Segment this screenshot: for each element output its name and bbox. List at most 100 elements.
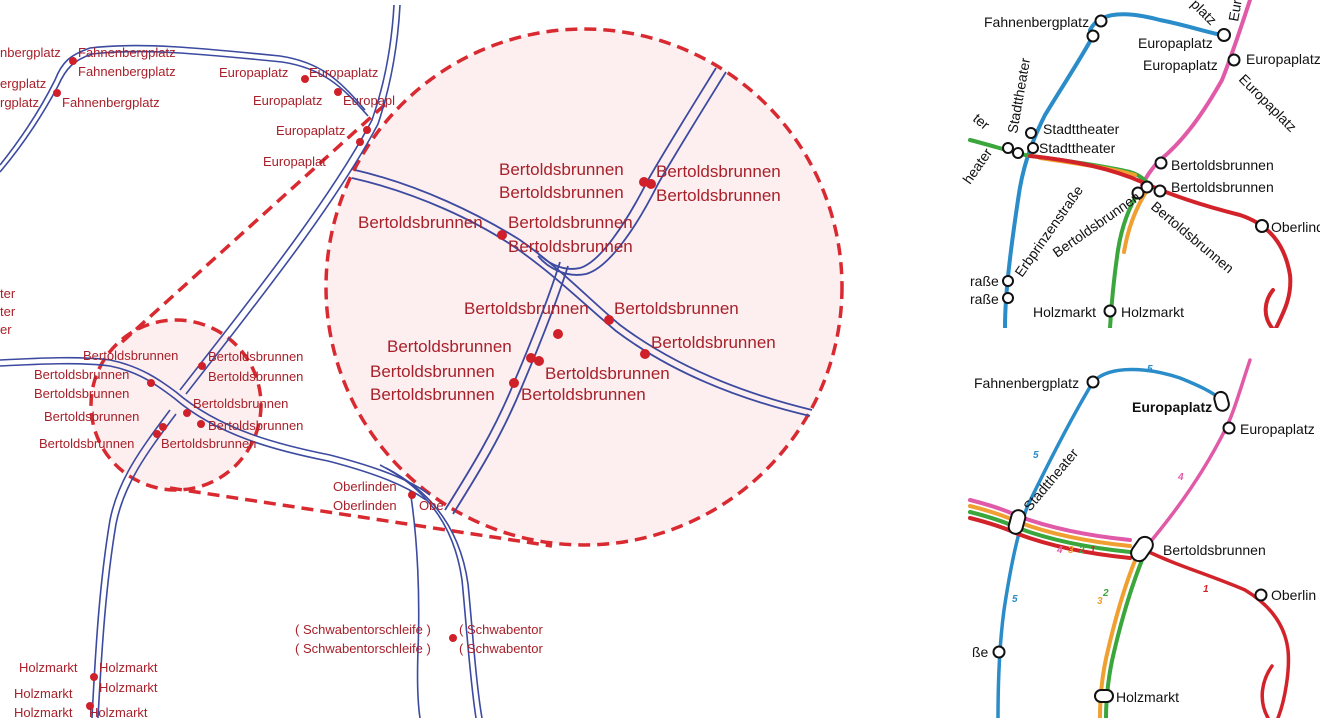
left-labels: nbergplatz Fahnenbergplatz Fahnenbergpla… — [0, 45, 543, 718]
zoom-station-label: Bertoldsbrunnen — [656, 162, 781, 181]
zoom-station-label: Bertoldsbrunnen — [508, 213, 633, 232]
station-label: Oberlinden — [333, 479, 397, 494]
station-label: Bertoldsbrunnen — [208, 418, 303, 433]
station-dot — [356, 138, 364, 146]
line-number-label: 4 — [1177, 472, 1184, 483]
station-dot — [153, 430, 161, 438]
station-marker — [1002, 275, 1014, 287]
station-label: Europaplatz — [1246, 51, 1320, 67]
station-label: Bertoldsbrunnen — [83, 348, 178, 363]
zoom-station-label: Bertoldsbrunnen — [358, 213, 483, 232]
station-label: ( Schwabentor — [459, 641, 543, 656]
station-label: Fahnenbergplatz — [984, 14, 1089, 30]
bottom-right-map: Fahnenbergplatz Europaplatz Europaplatz … — [968, 358, 1316, 718]
zoom-station-label: Bertoldsbrunnen — [651, 333, 776, 352]
station-label: er — [0, 322, 12, 337]
station-label: ter — [970, 110, 993, 133]
station-label: Obe — [419, 498, 444, 513]
zoom-station-label: Bertoldsbrunnen — [521, 385, 646, 404]
station-label: Bertoldsbrunnen — [1171, 157, 1274, 173]
line-number-label: 5 — [1033, 450, 1039, 461]
zoom-station-label: Bertoldsbrunnen — [656, 186, 781, 205]
zoom-station-label: Bertoldsbrunnen — [370, 362, 495, 381]
station-marker — [1025, 127, 1037, 139]
line-number-label: 1 — [1203, 584, 1209, 595]
station-marker — [1002, 142, 1014, 154]
station-label: nbergplatz — [0, 45, 61, 60]
station-dot — [449, 634, 457, 642]
station-label: Holzmarkt — [19, 660, 78, 675]
line-number-label: 2 — [1102, 588, 1109, 599]
station-marker — [1255, 219, 1269, 233]
station-marker — [1227, 53, 1241, 67]
station-label: ter — [0, 286, 16, 301]
station-marker — [1254, 588, 1268, 602]
station-label: Europaplatz — [253, 93, 322, 108]
station-label: Holzmarkt — [14, 686, 73, 701]
station-marker — [1094, 689, 1114, 703]
station-dot — [159, 423, 167, 431]
station-label: Bertoldsbrunnen — [1163, 542, 1266, 558]
station-marker — [1007, 509, 1027, 535]
station-marker — [1130, 535, 1154, 563]
station-label: Oberlinde — [1271, 219, 1320, 235]
station-label: Oberlin — [1271, 587, 1316, 603]
station-marker — [1154, 156, 1168, 170]
station-dot — [334, 88, 342, 96]
station-label: Bertoldsbrunnen — [1171, 179, 1274, 195]
station-label: Fahnenbergplatz — [78, 64, 176, 79]
station-marker — [992, 645, 1006, 659]
station-label: rgplatz — [0, 95, 39, 110]
zoom-circle-large — [324, 27, 844, 547]
station-label: Bertoldsbrunnen — [208, 349, 303, 364]
zoom-detail: Bertoldsbrunnen Bertoldsbrunnen Bertolds… — [351, 67, 813, 515]
station-label: Europaplatz — [309, 65, 378, 80]
zoom-connector-top — [120, 98, 392, 344]
station-label: Holzmarkt — [14, 705, 73, 718]
station-label: Holzmarkt — [1033, 304, 1096, 320]
station-marker — [1213, 390, 1230, 412]
station-marker — [1086, 375, 1100, 389]
station-label: Euro — [1225, 0, 1246, 23]
station-label: Stadttheater — [1004, 56, 1033, 134]
station-label: ( Schwabentorschleife ) — [295, 641, 431, 656]
zoom-station-dot — [534, 356, 544, 366]
station-dot — [197, 420, 205, 428]
line-number-label: 5 — [1147, 364, 1153, 375]
station-label: Europapl — [343, 93, 395, 108]
station-marker — [1086, 29, 1100, 43]
station-marker — [1222, 421, 1236, 435]
zoom-station-label: Bertoldsbrunnen — [614, 299, 739, 318]
zoom-station-dot — [509, 378, 519, 388]
station-label: Holzmarkt — [1121, 304, 1184, 320]
station-dot — [53, 89, 61, 97]
zoom-station-dot — [646, 179, 656, 189]
station-dot — [69, 57, 77, 65]
station-label: Stadttheater — [1039, 140, 1116, 156]
station-label: raße — [970, 273, 999, 289]
station-marker — [1103, 304, 1117, 318]
zoom-station-label: Bertoldsbrunnen — [545, 364, 670, 383]
station-label: Bertoldsbrunnen — [34, 386, 129, 401]
station-label: Europaplat — [263, 154, 326, 169]
station-label: Fahnenbergplatz — [974, 375, 1079, 391]
line-number-label: 2 — [1078, 545, 1085, 556]
station-marker — [1002, 292, 1014, 304]
zoom-station-label: Bertoldsbrunnen — [508, 237, 633, 256]
station-marker — [1012, 147, 1024, 159]
station-label: platz — [1188, 0, 1220, 28]
zoom-station-label: Bertoldsbrunnen — [499, 160, 624, 179]
zoom-station-dot — [640, 349, 650, 359]
station-label: Holzmarkt — [1116, 689, 1179, 705]
line-number-label: 3 — [1097, 596, 1103, 607]
zoom-connector-bottom — [169, 486, 553, 548]
station-marker — [1027, 142, 1039, 154]
station-label: Fahnenbergplatz — [62, 95, 160, 110]
station-marker — [1153, 184, 1167, 198]
zoom-station-dot — [604, 315, 614, 325]
panel-clip-top — [960, 328, 1320, 354]
station-label: ter — [0, 304, 16, 319]
zoom-station-label: Bertoldsbrunnen — [387, 337, 512, 356]
station-label: Bertoldsbrunnen — [161, 436, 256, 451]
